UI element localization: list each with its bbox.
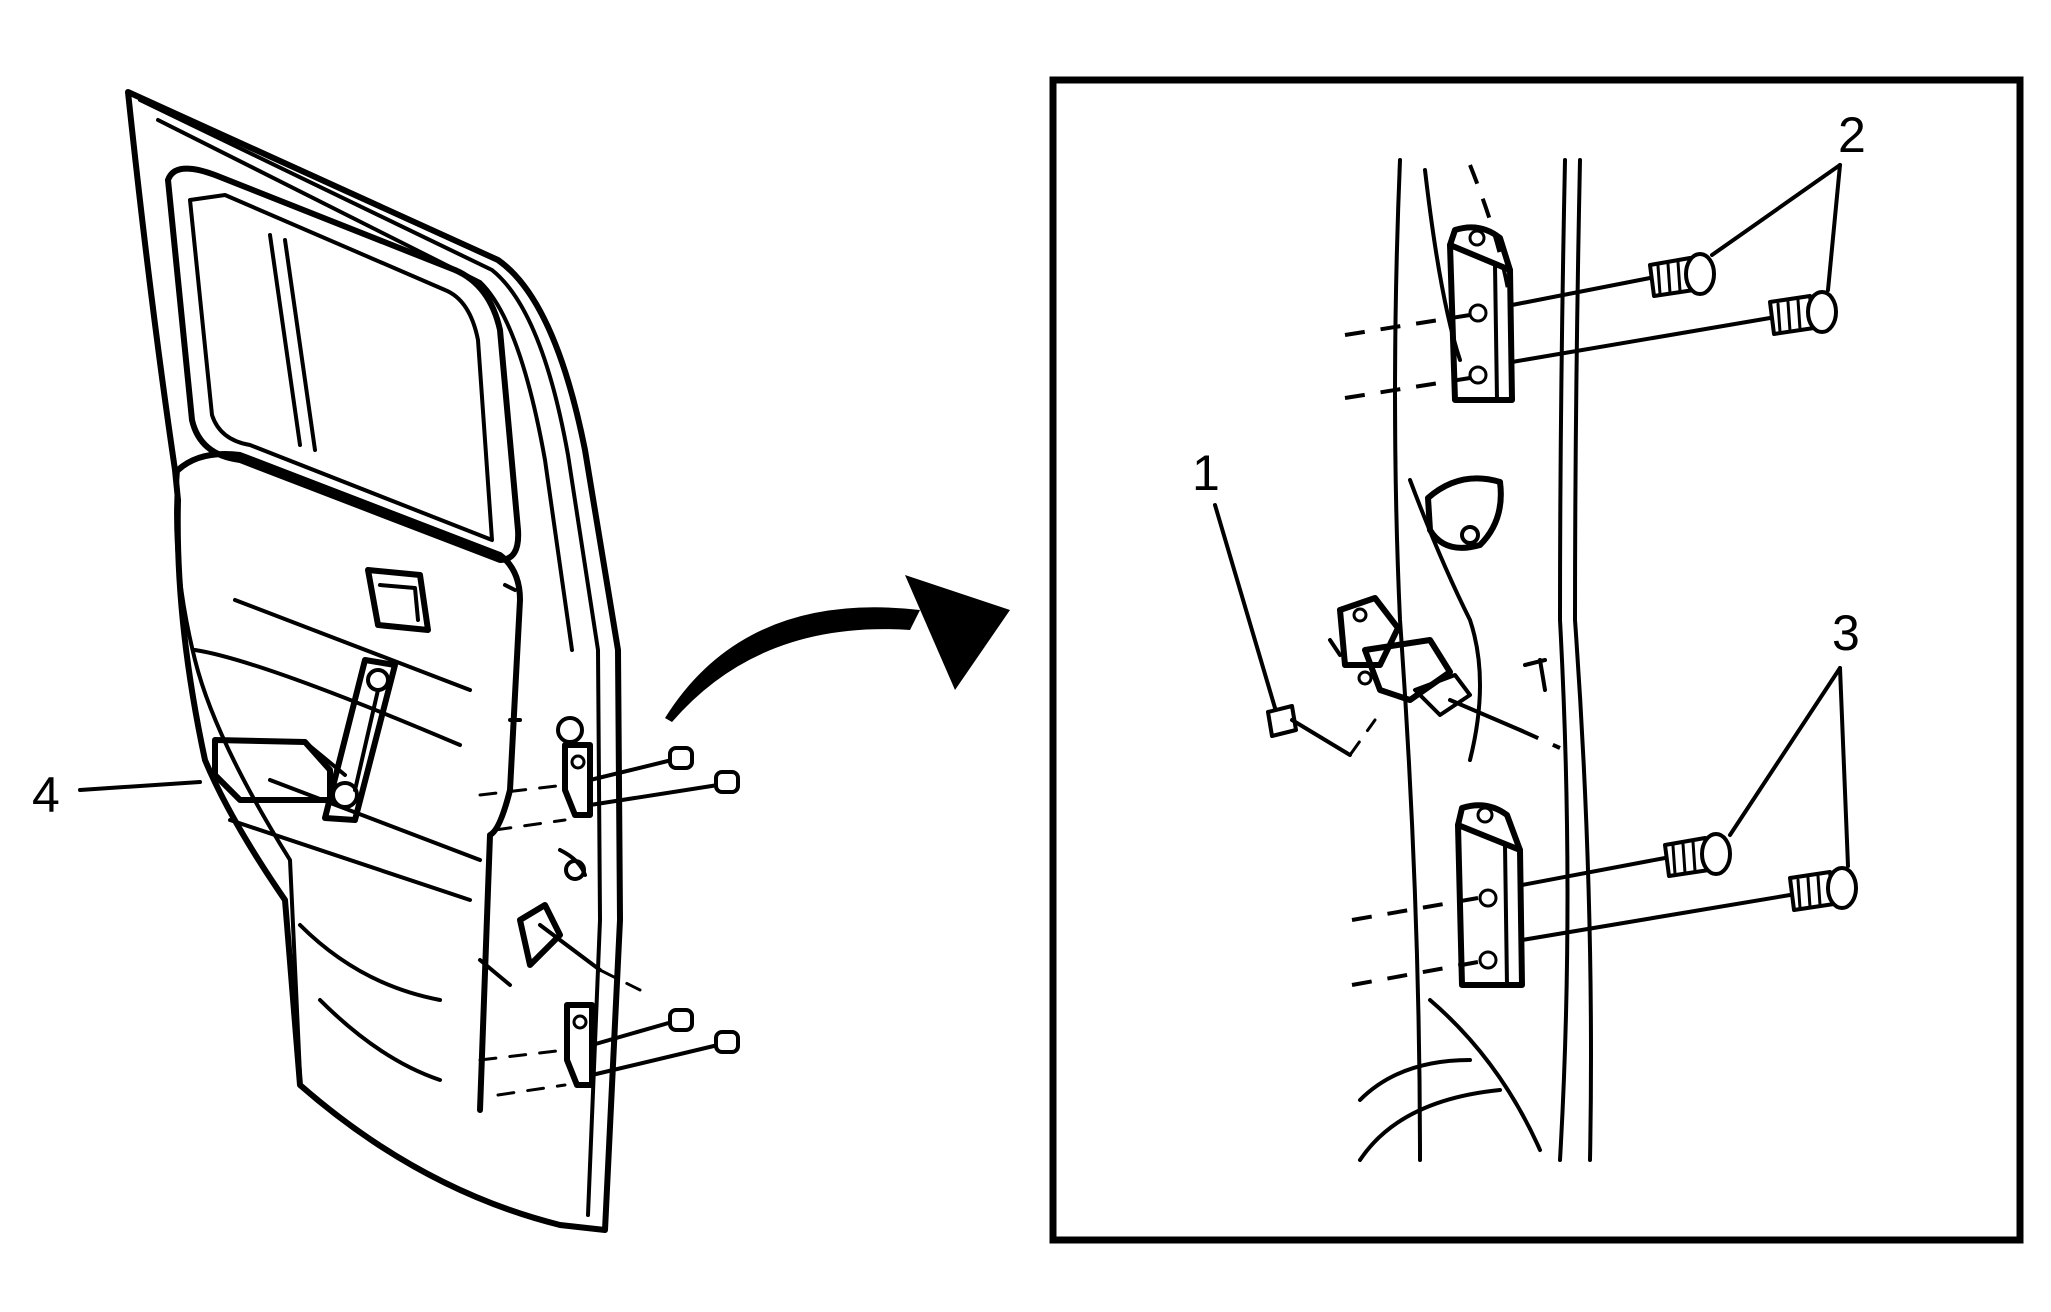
lower-bolt-a [1663,832,1732,878]
upper-bolt-a [1648,252,1716,298]
nut [1266,704,1377,757]
callout-door: 4 [32,767,202,823]
zoom-arrow [665,575,1010,722]
callout-label-1: 1 [1192,445,1220,501]
callout-upper-bolts: 2 [1710,107,1866,292]
rear-door-illustration [125,89,740,1233]
upper-bolt-b [1768,290,1838,336]
callout-label-3: 3 [1832,605,1860,661]
hinge-detail-illustration [1266,158,1858,1162]
detail-inset-frame [1049,76,2024,1244]
callout-label-2: 2 [1838,107,1866,163]
callout-nut: 1 [1192,445,1277,710]
callout-label-4: 4 [32,767,60,823]
callout-lower-bolts: 3 [1728,605,1860,868]
lower-bolt-b [1788,866,1858,912]
